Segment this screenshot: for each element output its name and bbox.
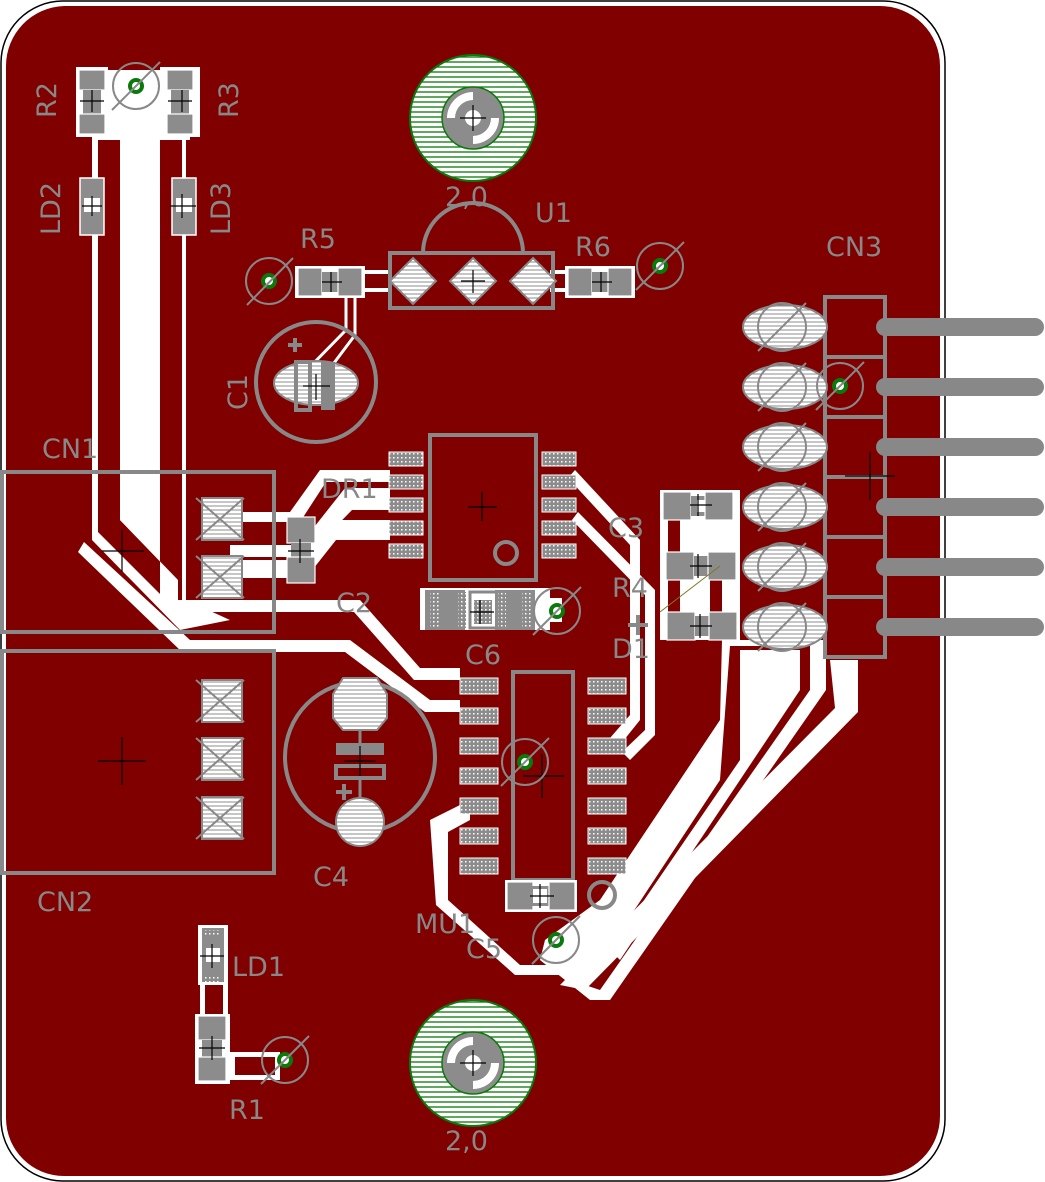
dr1-pad: [388, 474, 424, 490]
cn3-pin: [742, 422, 1044, 472]
led-ld3[interactable]: [170, 177, 197, 236]
dr1-pad: [541, 474, 577, 490]
led-ld1[interactable]: [198, 925, 228, 985]
resistor-r1[interactable]: [195, 1014, 230, 1084]
capacitor-c4[interactable]: [283, 677, 437, 847]
silkscreen-labels: R2 R3 LD2 LD3 C1 2,0 U1 R5 R6 CN3 CN1 DR…: [32, 82, 882, 1157]
mu1-pad: [587, 797, 627, 815]
via: [531, 915, 581, 965]
via: [815, 361, 865, 411]
dr1-pad: [541, 543, 577, 559]
dr1-pad: [388, 520, 424, 536]
mu1-pad: [587, 857, 627, 875]
dr1-pad: [388, 497, 424, 513]
label-c2: C2: [336, 588, 372, 619]
label-d1: D1: [612, 634, 650, 665]
label-r2: R2: [32, 82, 63, 118]
clearance-regions: [78, 70, 858, 1080]
via: [635, 241, 685, 291]
cn3-pin: [742, 362, 1044, 412]
via: [532, 586, 582, 636]
mu1-pad: [587, 827, 627, 845]
label-u1: U1: [535, 198, 572, 229]
mu1-pad: [587, 707, 627, 725]
mount-hole-bottom: [409, 999, 537, 1127]
ic-mu1[interactable]: [459, 670, 627, 910]
led-ld2[interactable]: [79, 177, 105, 236]
label-c5: C5: [466, 934, 502, 965]
label-c1: C1: [223, 374, 254, 410]
mu1-pad: [459, 737, 499, 755]
mu1-pad: [459, 707, 499, 725]
label-r4: R4: [612, 573, 648, 604]
resistor-r6[interactable]: [565, 266, 635, 298]
dr1-pad: [541, 520, 577, 536]
label-ld2: LD2: [36, 182, 67, 235]
capacitor-c1[interactable]: [254, 320, 378, 444]
label-hole-top: 2,0: [445, 182, 488, 213]
cn3-pin: [742, 302, 1044, 352]
connector-cn2[interactable]: [0, 649, 276, 875]
label-dr1: DR1: [321, 474, 378, 505]
resistor-r2[interactable]: [76, 67, 108, 137]
label-c4: C4: [313, 862, 349, 893]
mu1-pad: [587, 737, 627, 755]
cn3-pin: [742, 542, 1044, 592]
regulator-u1[interactable]: [388, 201, 558, 310]
mu1-pad: [459, 767, 499, 785]
resistor-r4[interactable]: [659, 551, 737, 613]
cn3-pin: [742, 482, 1044, 532]
mu1-pad: [459, 857, 499, 875]
label-ld1: LD1: [232, 952, 285, 983]
label-c3: C3: [608, 513, 644, 544]
label-hole-bottom: 2,0: [445, 1126, 488, 1157]
label-r1: R1: [229, 1095, 265, 1126]
label-r5: R5: [300, 224, 336, 255]
driver-dr1[interactable]: [388, 433, 577, 582]
label-c6: C6: [465, 640, 501, 671]
capacitor-c5[interactable]: [505, 880, 577, 912]
diode-d1[interactable]: [628, 611, 738, 641]
label-ld3: LD3: [206, 182, 237, 235]
mount-hole-top: [409, 54, 537, 182]
resistor-r5[interactable]: [295, 266, 365, 298]
label-mu1: MU1: [415, 909, 475, 940]
dr1-pad: [388, 451, 424, 467]
capacitor-c2[interactable]: [286, 516, 316, 584]
cn3-pin: [742, 602, 1044, 652]
via: [245, 257, 294, 306]
label-cn3: CN3: [826, 232, 882, 263]
label-r3: R3: [214, 82, 245, 118]
resistor-r3[interactable]: [160, 67, 200, 137]
dr1-pad: [541, 497, 577, 513]
mu1-pad: [459, 797, 499, 815]
connector-cn3[interactable]: [742, 295, 1044, 659]
dr1-pad: [388, 543, 424, 559]
label-cn2: CN2: [37, 887, 93, 918]
via: [500, 737, 550, 787]
label-cn1: CN1: [42, 434, 98, 465]
mu1-pad: [459, 827, 499, 845]
capacitor-c3[interactable]: [662, 491, 734, 521]
capacitor-c6[interactable]: [420, 588, 550, 630]
mu1-pad: [459, 677, 499, 695]
dr1-pad: [541, 451, 577, 467]
via: [260, 1035, 310, 1085]
mu1-pad: [587, 677, 627, 695]
mu1-pad: [587, 767, 627, 785]
label-r6: R6: [575, 232, 611, 263]
connector-cn1[interactable]: [0, 470, 276, 634]
via: [108, 61, 161, 111]
